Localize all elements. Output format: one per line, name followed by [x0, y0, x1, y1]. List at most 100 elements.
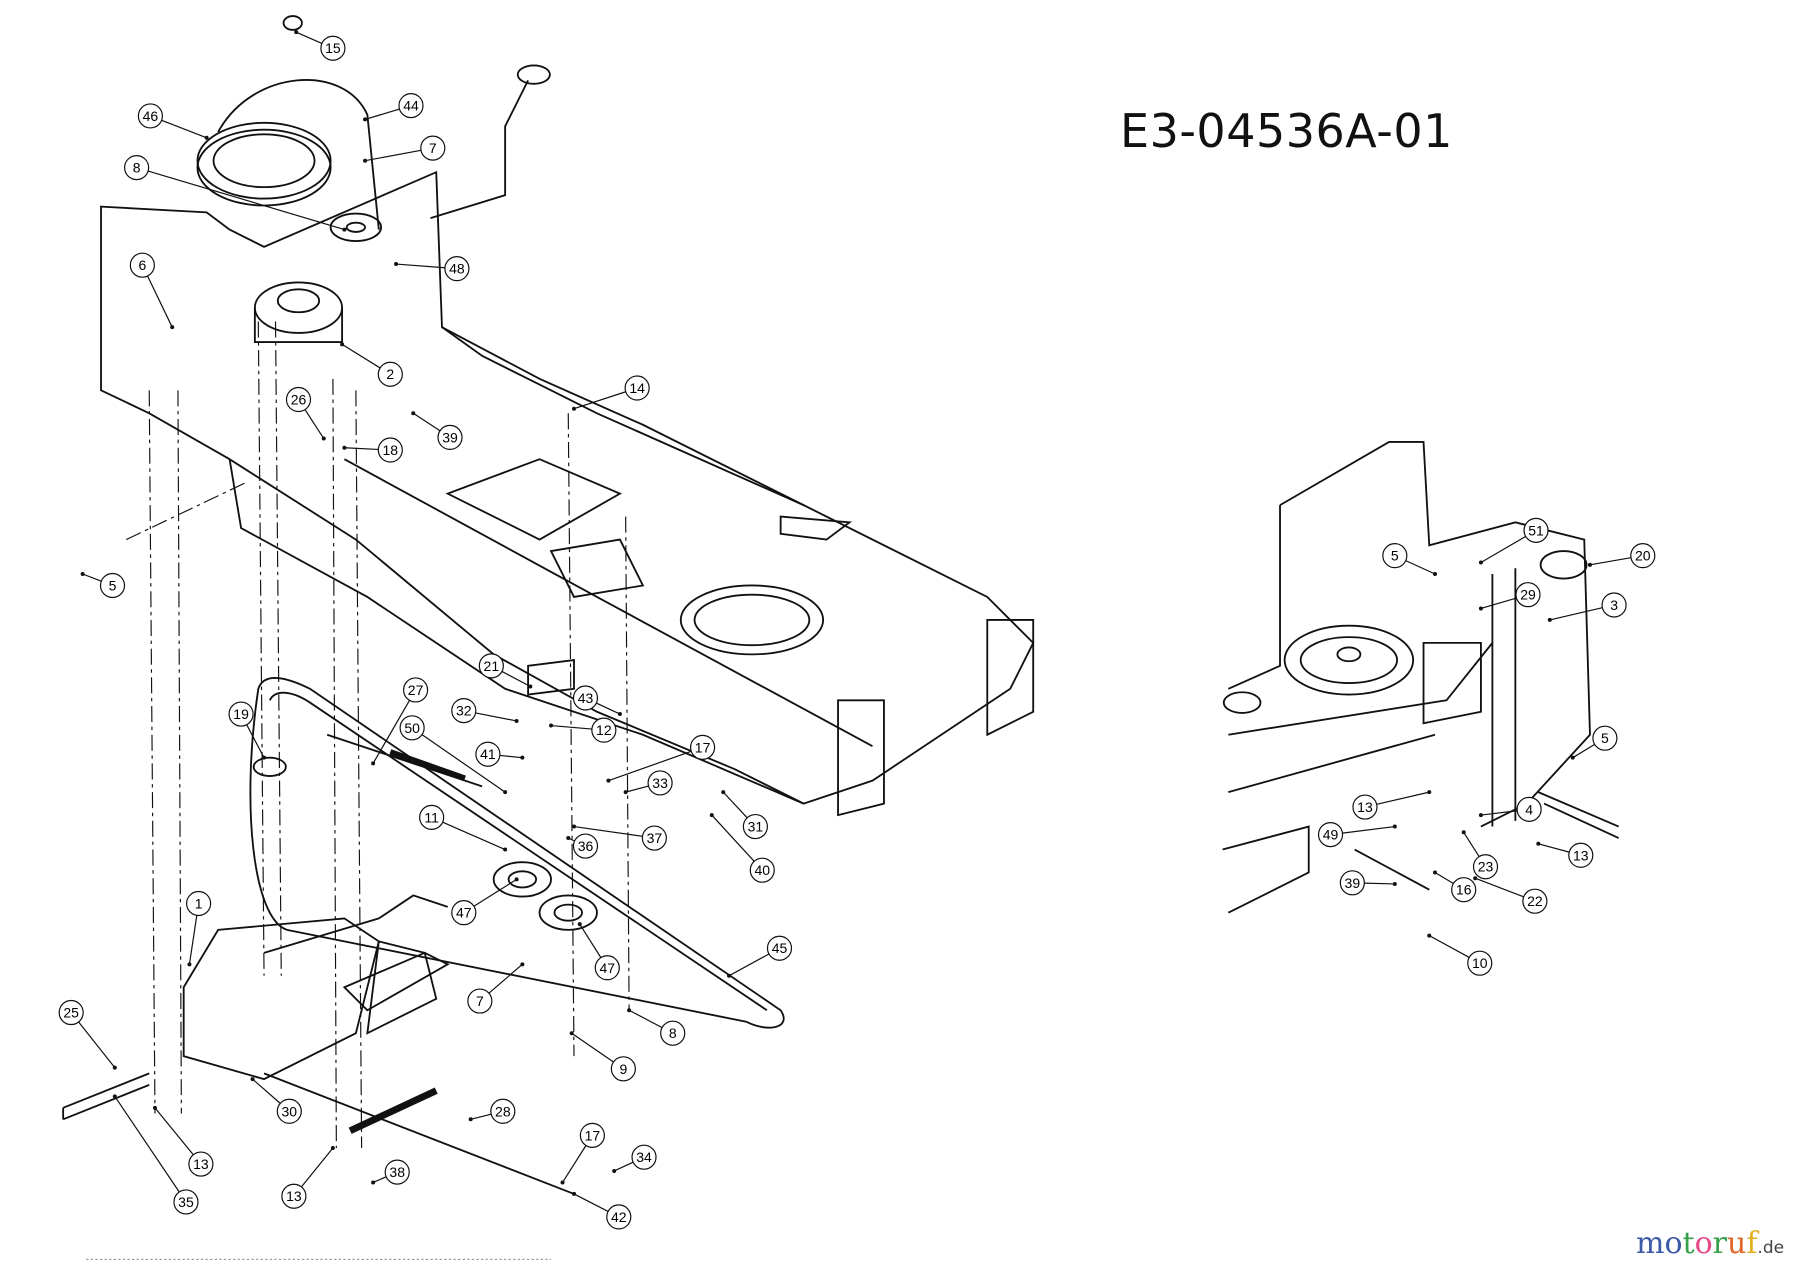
leader-line [161, 119, 207, 139]
callout-number: 18 [383, 442, 399, 458]
callout-30: 30 [250, 1077, 302, 1124]
callout-circle [124, 155, 150, 181]
callout-8: 8 [627, 1008, 686, 1046]
callout-circle [419, 804, 445, 830]
callout-number: 30 [282, 1103, 298, 1119]
callout-circle [99, 572, 126, 599]
leader-line [608, 750, 692, 782]
inset-callout-51: 51 [1478, 517, 1549, 565]
leader-arrow-icon [1427, 790, 1432, 795]
leader-line [628, 1009, 663, 1029]
leader-line [470, 1113, 492, 1120]
leader-line [1364, 882, 1395, 885]
callout-number: 15 [325, 40, 341, 56]
leader-line [1480, 810, 1518, 816]
callout-circle [606, 1204, 632, 1230]
leader-line [475, 712, 517, 722]
callout-number: 49 [1323, 827, 1339, 843]
leader-arrow-icon [560, 1180, 565, 1185]
callout-circle [398, 93, 424, 119]
leader-line [473, 878, 517, 907]
callout-circle [624, 375, 650, 401]
leader-arrow-icon [606, 778, 611, 783]
leader-arrow-icon [503, 790, 508, 795]
callout-number: 23 [1478, 859, 1494, 875]
callout-44: 44 [363, 93, 424, 122]
callout-number: 31 [748, 819, 764, 835]
leader-line [1463, 831, 1480, 857]
leader-arrow-icon [1473, 876, 1478, 881]
leader-line [1376, 791, 1430, 805]
leader-arrow-icon [1392, 824, 1397, 829]
leader-line [499, 754, 523, 759]
callout-number: 42 [611, 1209, 627, 1225]
callout-circle [1515, 582, 1541, 608]
callout-47: 47 [577, 922, 620, 981]
callout-circle [1317, 821, 1344, 848]
callout-circle [766, 935, 793, 961]
leader-arrow-icon [363, 158, 368, 163]
callout-number: 46 [143, 108, 159, 124]
callout-circle [320, 35, 346, 61]
callout-circle [437, 424, 463, 450]
leader-line [573, 825, 643, 837]
leader-line [501, 670, 531, 688]
callout-circle [188, 1151, 214, 1177]
callout-37: 37 [572, 824, 667, 851]
callout-19: 19 [228, 701, 267, 760]
leader-line [1480, 535, 1526, 564]
leader-arrow-icon [363, 117, 368, 122]
leader-arrow-icon [371, 761, 376, 766]
callout-circle [420, 135, 446, 161]
callout-circle [641, 825, 667, 851]
inset-callout-29: 29 [1478, 582, 1541, 611]
callout-circle [647, 770, 673, 796]
callout-number: 47 [600, 960, 616, 976]
callout-number: 1 [195, 895, 203, 911]
callout-number: 27 [408, 682, 424, 698]
callout-circle [1467, 950, 1493, 976]
callout-circle [186, 890, 212, 917]
leader-line [295, 31, 323, 44]
callout-number: 13 [1357, 799, 1373, 815]
callout-circle [1601, 592, 1627, 618]
leader-line [596, 702, 621, 715]
leader-arrow-icon [1587, 562, 1592, 567]
callout-circle [444, 256, 470, 282]
callout-number: 16 [1456, 882, 1472, 898]
callout-number: 33 [652, 775, 668, 791]
leader-line [421, 734, 506, 793]
callout-38: 38 [371, 1159, 410, 1185]
leader-arrow-icon [112, 1094, 117, 1099]
callout-45: 45 [726, 935, 793, 978]
leader-arrow-icon [1478, 606, 1483, 611]
callout-26: 26 [285, 386, 326, 441]
callout-circle [660, 1020, 686, 1046]
inset-callout-22: 22 [1473, 876, 1548, 914]
callout-number: 7 [429, 140, 437, 156]
leader-line [344, 447, 379, 451]
leader-line [442, 821, 506, 851]
callout-number: 13 [1573, 847, 1589, 863]
inset-callout-5: 5 [1382, 543, 1437, 576]
leader-arrow-icon [342, 445, 347, 450]
leader-arrow-icon [514, 718, 519, 723]
callout-number: 19 [233, 706, 249, 722]
callout-8: 8 [124, 155, 347, 232]
callout-6: 6 [129, 252, 175, 330]
leader-arrow-icon [520, 962, 525, 967]
callout-circle [572, 685, 599, 711]
leader-arrow-icon [721, 790, 726, 795]
leader-arrow-icon [572, 824, 576, 829]
inset-callout-39: 39 [1339, 870, 1397, 896]
leader-line [396, 263, 445, 269]
leader-line [252, 1078, 281, 1104]
leader-arrow-icon [569, 1031, 574, 1036]
callout-number: 13 [286, 1188, 302, 1204]
leader-line [573, 391, 626, 410]
callout-number: 14 [629, 380, 645, 396]
callout-42: 42 [572, 1191, 632, 1230]
callout-number: 17 [695, 739, 711, 755]
leader-arrow-icon [520, 755, 525, 760]
leader-line [1342, 825, 1395, 834]
